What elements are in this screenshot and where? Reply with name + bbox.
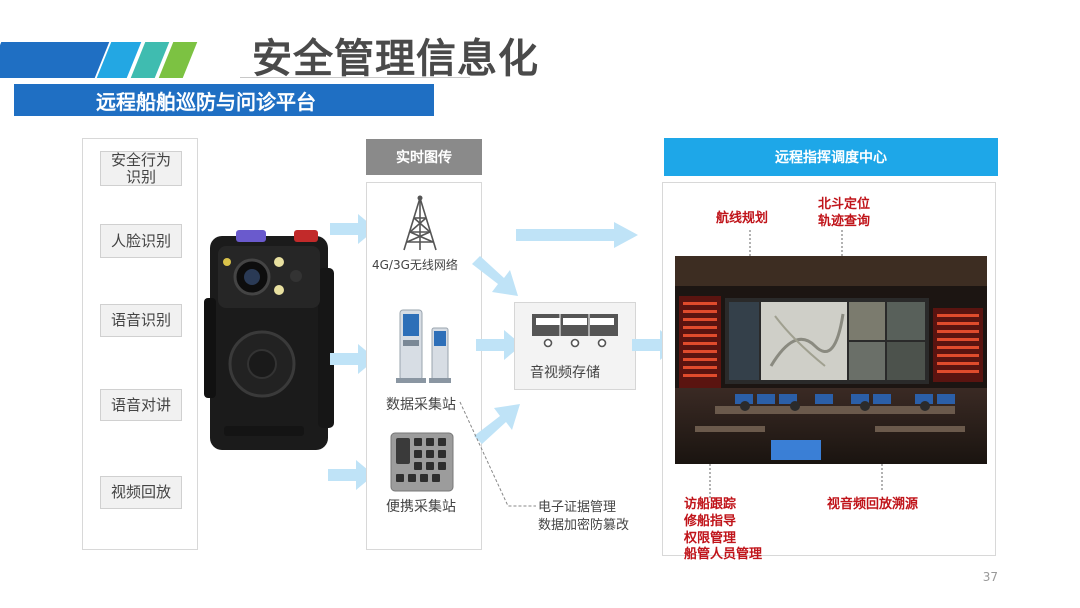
storage-server-icon bbox=[532, 314, 618, 348]
network-label: 4G/3G无线网络 bbox=[372, 258, 458, 272]
arrow-top-center bbox=[516, 222, 638, 248]
section-title: 远程指挥调度中心 bbox=[775, 150, 887, 166]
arrow-camera-station bbox=[330, 344, 376, 374]
arrow-station-storage bbox=[476, 330, 522, 360]
function-voice-intercom[interactable]: 语音对讲 bbox=[100, 389, 182, 421]
arrow-portable-storage bbox=[474, 404, 520, 444]
function-label: 视频回放 bbox=[110, 483, 171, 501]
evidence-line-1: 电子证据管理 bbox=[538, 500, 617, 515]
station-label: 数据采集站 bbox=[386, 397, 456, 413]
page-number: 37 bbox=[982, 570, 998, 584]
portable-label: 便携采集站 bbox=[386, 499, 456, 515]
function-label: 安全行为识别 bbox=[110, 150, 171, 186]
function-label: 语音对讲 bbox=[110, 395, 171, 414]
arrow-camera-network bbox=[330, 214, 376, 244]
kiosk-icon bbox=[396, 309, 451, 383]
function-label: 人脸识别 bbox=[110, 231, 171, 250]
function-speech-recognition[interactable]: 语音识别 bbox=[100, 304, 182, 337]
arrow-camera-portable bbox=[328, 460, 374, 490]
subtitle-banner bbox=[14, 84, 434, 116]
header-stripe-blue bbox=[0, 42, 110, 78]
function-video-playback[interactable]: 视频回放 bbox=[100, 476, 182, 509]
function-behavior-recognition[interactable]: 安全行为识别 bbox=[100, 151, 182, 186]
route-planning-label: 航线规划 bbox=[716, 211, 769, 226]
command-leader-lines bbox=[709, 230, 883, 498]
signal-tower-icon bbox=[403, 195, 437, 251]
body-camera-image bbox=[204, 230, 334, 450]
evidence-leader-line bbox=[459, 401, 536, 507]
evidence-line-2: 数据加密防篡改 bbox=[538, 518, 630, 533]
title-divider bbox=[240, 77, 470, 78]
permission-management-label: 权限管理 bbox=[684, 531, 737, 546]
realtime-transfer-header: 实时图传 bbox=[366, 139, 482, 175]
portable-station-icon bbox=[390, 432, 454, 492]
section-title: 实时图传 bbox=[396, 150, 452, 166]
function-face-recognition[interactable]: 人脸识别 bbox=[100, 224, 182, 258]
function-label: 语音识别 bbox=[110, 311, 171, 329]
beidou-label-1: 北斗定位 bbox=[818, 197, 871, 212]
personnel-management-label: 船管人员管理 bbox=[684, 547, 763, 562]
ship-visit-tracking-label: 访船跟踪 bbox=[684, 497, 737, 512]
ship-repair-guidance-label: 修船指导 bbox=[684, 514, 737, 529]
control-room-photo bbox=[675, 256, 987, 464]
arrow-network-storage bbox=[472, 256, 518, 296]
page-title: 安全管理信息化 bbox=[252, 36, 539, 82]
beidou-label-2: 轨迹查询 bbox=[818, 214, 871, 229]
storage-label: 音视频存储 bbox=[530, 365, 600, 381]
video-playback-trace-label: 视音频回放溯源 bbox=[827, 497, 919, 512]
command-center-header: 远程指挥调度中心 bbox=[664, 138, 998, 176]
page-subtitle: 远程船舶巡防与问诊平台 bbox=[96, 90, 316, 114]
